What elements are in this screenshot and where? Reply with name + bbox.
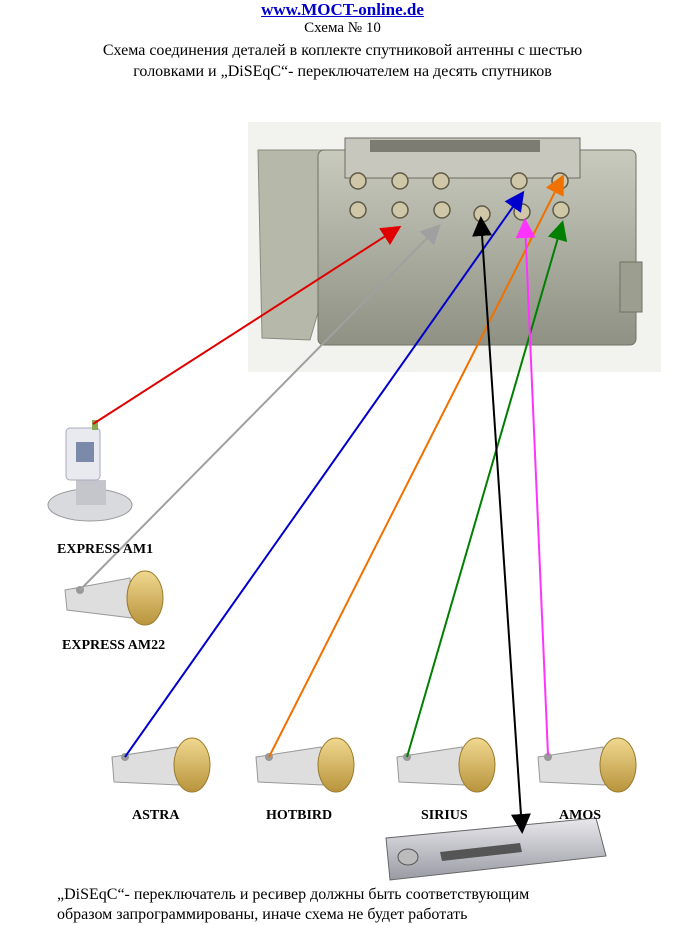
scheme-number: Схема № 10 xyxy=(304,20,381,36)
description-line-1: Схема соединения деталей в коплекте спут… xyxy=(102,42,583,59)
label-express-am1: EXPRESS AM1 xyxy=(57,542,154,557)
label-sirius: SIRIUS xyxy=(421,808,468,823)
sirius-lnb xyxy=(396,737,496,793)
note-line-1: „DiSEqC“- переключатель и ресивер должны… xyxy=(57,886,530,903)
gray-cable xyxy=(79,224,441,591)
diseqc-switch xyxy=(248,122,661,372)
warning-note: „DiSEqC“- переключатель и ресивер должны… xyxy=(57,885,677,925)
satellite-receiver xyxy=(385,817,607,881)
description-line-2: головками и „DiSEqC“- переключателем на … xyxy=(133,63,552,80)
label-astra: ASTRA xyxy=(132,808,180,823)
black-cable xyxy=(472,216,531,834)
label-express-am22: EXPRESS AM22 xyxy=(62,638,166,653)
express-am22-lnb xyxy=(64,570,164,626)
red-cable xyxy=(92,225,402,425)
label-amos: AMOS xyxy=(559,808,601,823)
magenta-cable xyxy=(515,218,549,756)
site-link[interactable]: www.MOCT-online.de xyxy=(261,0,424,19)
blue-cable xyxy=(124,190,525,758)
express-am1-lnb xyxy=(47,420,133,522)
note-line-2: образом запрограммированы, иначе схема н… xyxy=(57,906,468,923)
amos-lnb xyxy=(537,737,637,793)
astra-lnb xyxy=(111,737,211,793)
hotbird-lnb xyxy=(255,737,355,793)
label-hotbird: HOTBIRD xyxy=(266,808,333,823)
